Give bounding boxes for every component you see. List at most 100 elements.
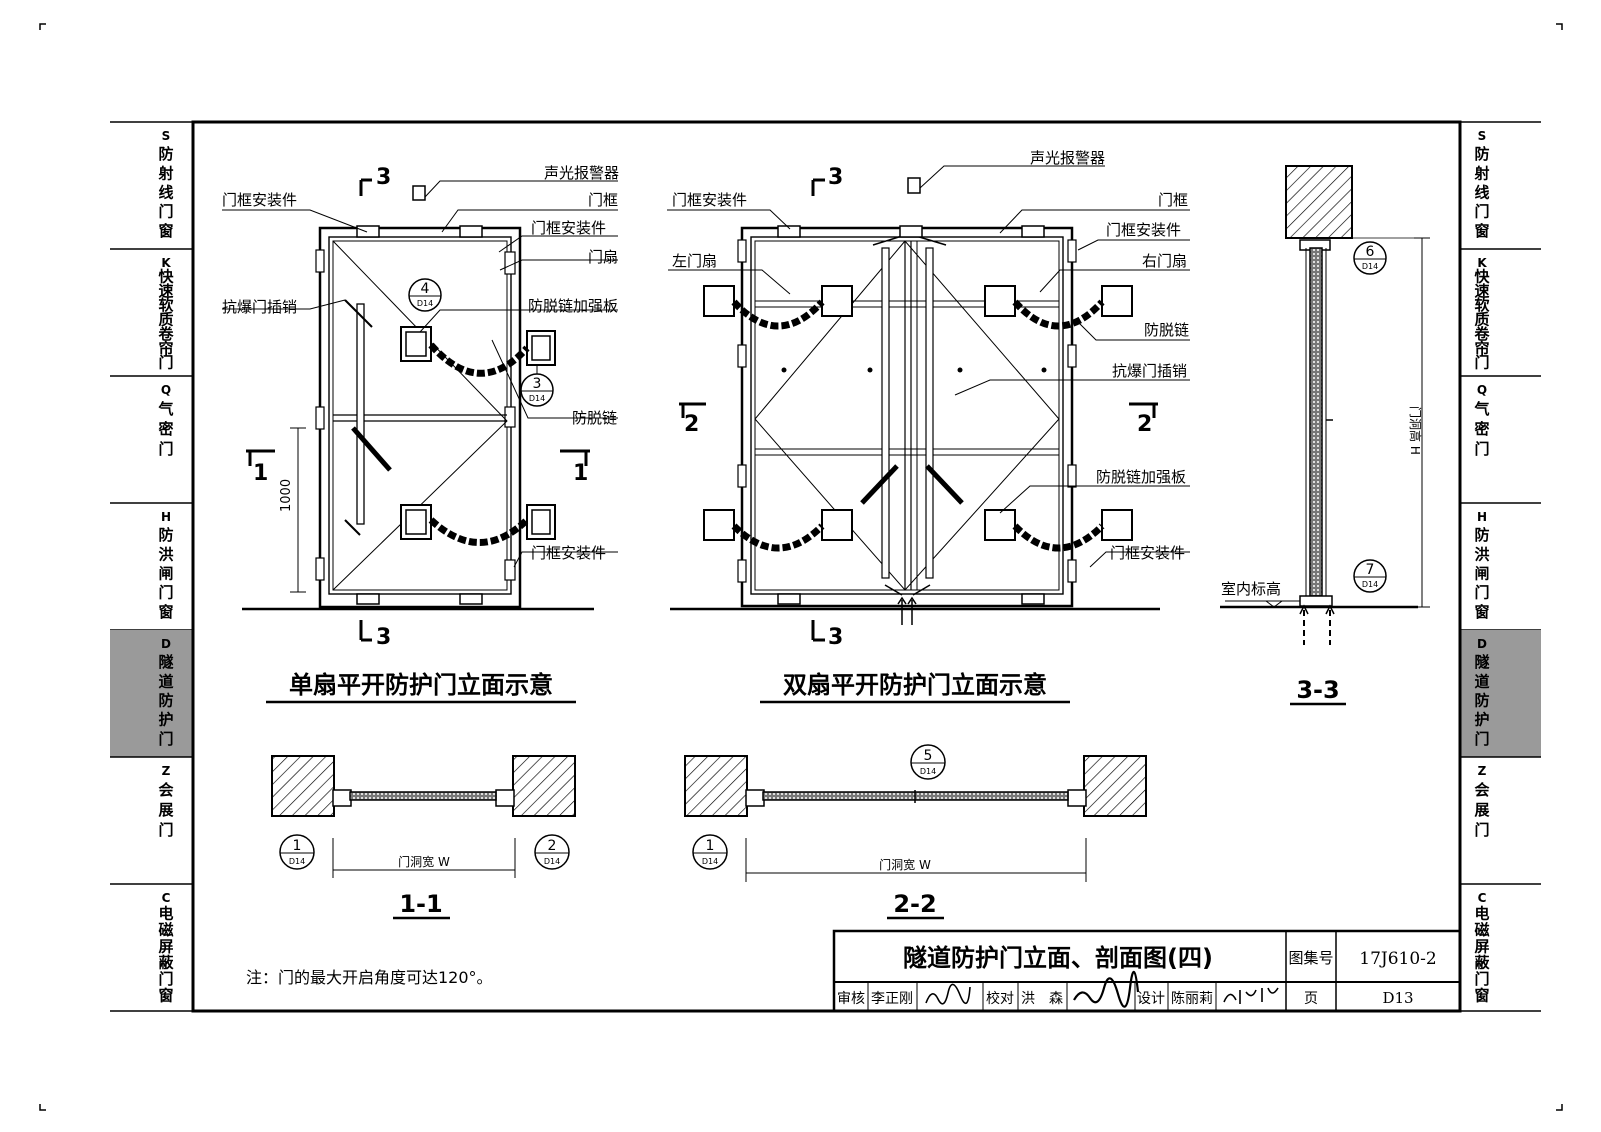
side-tab-char: 护 (1474, 711, 1489, 729)
side-tab-char: 防 (1474, 526, 1489, 544)
single-door-elevation (222, 178, 618, 642)
side-tab-char: 密 (158, 420, 173, 438)
side-tab-char: 门 (1474, 203, 1489, 221)
single-alarm-label: 声光报警器 (544, 164, 619, 182)
single-bolt-label: 抗爆门插销 (222, 298, 297, 316)
section-1-1 (271, 755, 576, 920)
single-chain-label: 防脱链 (572, 409, 617, 427)
double-section-mark-right: 2 (1137, 412, 1152, 437)
side-tab-char: 电 (158, 904, 173, 922)
single-section-mark-top: 3 (376, 165, 391, 190)
detail-num-2: 2 (548, 838, 557, 854)
side-tab-char: 屏 (158, 937, 173, 955)
side-tab-char: 闸 (158, 565, 173, 583)
side-tab-char: 磁 (1474, 921, 1489, 939)
check-label: 校对 (986, 990, 1014, 1007)
left-leaf-label: 左门扇 (672, 252, 717, 270)
single-section-mark-right: 1 (573, 461, 588, 486)
side-tab-char: 蔽 (1474, 954, 1490, 972)
side-index-right: S防射线门窗K快速软质卷帘门Q气密门H防洪闸门窗D隧道防护门Z会展门C电磁屏蔽门… (1460, 121, 1541, 1012)
double-frame-label: 门框 (1158, 191, 1188, 209)
side-tab-char: S (1478, 129, 1487, 143)
side-tab-char: 窗 (1474, 222, 1489, 240)
page-number: D13 (1382, 989, 1413, 1007)
double-bolt-label: 抗爆门插销 (1112, 362, 1187, 380)
side-index-left: S防射线门窗K快速软质卷帘门Q气密门H防洪闸门窗D隧道防护门Z会展门C电磁屏蔽门… (110, 121, 193, 1012)
reviewer-name: 李正刚 (871, 991, 913, 1007)
side-tab-char: 门 (1474, 440, 1489, 458)
side-tab-char: 护 (158, 711, 173, 729)
side-tab-char: 屏 (1474, 937, 1489, 955)
double-frame-fitting-label-2: 门框安装件 (1106, 221, 1181, 239)
side-tab-char: 快 (158, 267, 174, 285)
door-height-label: 门洞高 H (1408, 406, 1423, 455)
side-tab-char: 门 (1474, 821, 1489, 839)
single-frame-fitting-label-2: 门框安装件 (531, 219, 606, 237)
side-tab-char: 防 (1474, 692, 1489, 710)
double-plate-label: 防脱链加强板 (1096, 468, 1186, 486)
side-tab-char: 密 (1474, 420, 1489, 438)
side-tab-char: Z (162, 764, 171, 778)
side-tab-char: 质 (1474, 311, 1489, 329)
right-leaf-label: 右门扇 (1142, 252, 1187, 270)
floor-level-label: 室内标高 (1221, 580, 1281, 598)
detail-ref-1b: D14 (702, 857, 718, 866)
side-tab-char: 帘 (158, 339, 173, 357)
double-section-mark-left: 2 (684, 412, 699, 437)
side-tab-char: 磁 (158, 921, 173, 939)
detail-ref-2: D14 (544, 857, 560, 866)
side-tab-char: 门 (158, 584, 173, 602)
single-section-mark-left: 1 (253, 461, 268, 486)
side-tab-char: 门 (158, 354, 173, 372)
side-tab-char: K (1477, 256, 1487, 270)
title-block (832, 929, 1462, 1013)
double-chain-label: 防脱链 (1144, 321, 1189, 339)
detail-num-1a: 1 (293, 838, 302, 854)
side-tab-char: 线 (158, 184, 173, 202)
page-label: 页 (1304, 991, 1318, 1007)
side-tab-char: 窗 (1474, 603, 1489, 621)
double-section-mark-top: 3 (828, 165, 843, 190)
side-tab-char: 门 (158, 970, 173, 988)
side-tab-char: 线 (1474, 184, 1489, 202)
side-tab-char: 窗 (158, 987, 173, 1005)
section-1-1-width: 门洞宽 W (398, 854, 450, 869)
drawing-frame (191, 120, 1462, 1013)
side-tab-char: 防 (158, 145, 173, 163)
side-tab-char: 射 (157, 164, 173, 182)
note-text: 注：门的最大开启角度可达120°。 (246, 968, 493, 987)
double-door-elevation (667, 165, 1190, 642)
side-tab-char: 闸 (1474, 565, 1489, 583)
side-tab-char: 防 (158, 526, 173, 544)
section-3-3-title: 3-3 (1296, 676, 1339, 704)
side-tab-char: Q (1477, 383, 1487, 397)
detail-num-7: 7 (1366, 562, 1375, 578)
section-3-3 (1220, 165, 1430, 645)
side-tab-char: 隧 (158, 653, 173, 671)
side-tab-char: 门 (158, 821, 173, 839)
side-tab-char: 帘 (1474, 339, 1489, 357)
side-tab-char: 洪 (158, 545, 173, 563)
side-tab-char: 门 (1474, 730, 1489, 748)
side-tab-char: C (1478, 891, 1487, 905)
detail-ref-4: D14 (417, 299, 433, 308)
side-tab-char: 道 (158, 672, 173, 690)
single-leaf-label: 门扇 (588, 248, 618, 266)
side-tab-char: K (161, 256, 171, 270)
detail-num-1b: 1 (706, 838, 715, 854)
